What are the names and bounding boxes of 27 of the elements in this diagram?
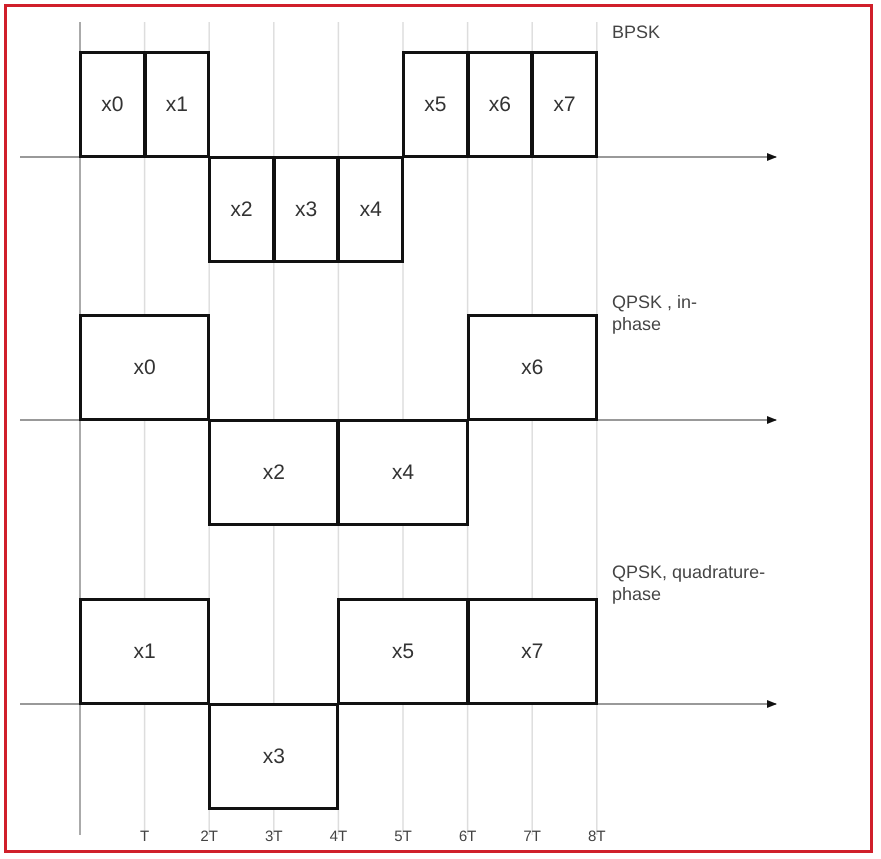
symbol-pulse-box: x3 [272, 156, 340, 263]
symbol-pulse-box: x3 [208, 703, 340, 810]
symbol-pulse-box: x2 [208, 156, 275, 263]
symbol-pulse-box: x1 [144, 51, 210, 158]
symbol-pulse-box: x5 [402, 51, 469, 158]
time-tick-label: 7T [522, 828, 542, 845]
signal-name: QPSK , in-phase [612, 292, 698, 336]
time-tick-label: 8T [587, 828, 607, 845]
symbol-pulse-box: x6 [466, 314, 598, 421]
symbol-pulse-box: x5 [337, 598, 469, 705]
time-tick-label: 4T [328, 828, 348, 845]
time-tick-label: T [139, 828, 150, 845]
time-tick-label: 2T [199, 828, 219, 845]
symbol-pulse-box: x4 [337, 419, 469, 526]
symbol-pulse-box: x0 [79, 314, 210, 421]
symbol-pulse-box: x0 [79, 51, 146, 158]
symbol-pulse-box: x6 [466, 51, 534, 158]
symbol-pulse-box: x7 [531, 51, 598, 158]
time-tick-label: 3T [264, 828, 284, 845]
signal-name: BPSK [612, 22, 662, 44]
signal-name: QPSK, quadrature-phase [612, 562, 766, 606]
symbol-pulse-box: x7 [466, 598, 598, 705]
symbol-pulse-box: x1 [79, 598, 210, 705]
symbol-pulse-box: x2 [208, 419, 340, 526]
time-tick-label: 6T [458, 828, 478, 845]
symbol-pulse-box: x4 [337, 156, 404, 263]
time-tick-label: 5T [393, 828, 413, 845]
